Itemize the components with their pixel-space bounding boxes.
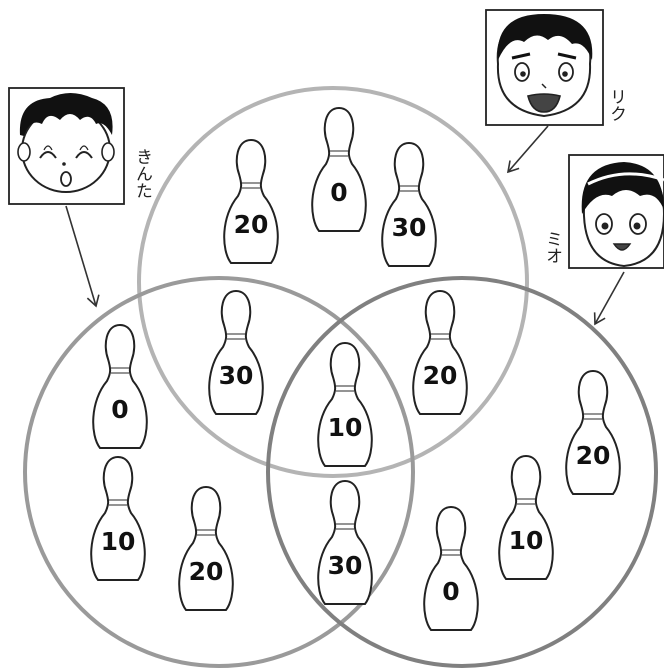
kinta-arrow (65, 205, 100, 308)
bowling-pin-icon (317, 341, 373, 467)
bowling-pin-icon (412, 289, 468, 415)
bowling-pin: 0 (423, 505, 479, 631)
pin-score-label: 0 (330, 178, 347, 207)
pin-score-label: 20 (234, 210, 269, 239)
bowling-pin: 10 (498, 454, 554, 580)
pin-score-label: 10 (509, 526, 544, 555)
mio-arrow (593, 271, 625, 326)
bowling-pin-icon (208, 289, 264, 415)
pin-score-label: 20 (189, 557, 224, 586)
riku-circle (137, 86, 529, 478)
boy-riku-face-icon (496, 14, 593, 118)
bowling-pin-icon (311, 106, 367, 232)
kinta-circle (23, 276, 415, 668)
pin-score-label: 10 (101, 527, 136, 556)
bowling-pin-icon (223, 138, 279, 264)
pins-layer: 20 0 30 30 20 10 0 10 20 30 20 10 0 (90, 106, 621, 631)
pin-score-label: 30 (219, 361, 254, 390)
bowling-pin: 0 (92, 323, 148, 449)
pin-score-label: 30 (392, 213, 427, 242)
pin-score-label: 0 (111, 395, 128, 424)
bowling-pin: 20 (178, 485, 234, 611)
pin-score-label: 0 (442, 577, 459, 606)
bowling-pin-icon (423, 505, 479, 631)
bowling-pin: 10 (90, 455, 146, 581)
bowling-pin: 20 (412, 289, 468, 415)
riku-name: リク (606, 88, 626, 122)
bowling-pin: 10 (317, 341, 373, 467)
pin-score-label: 20 (423, 361, 458, 390)
mio-portrait (568, 154, 664, 269)
pin-score-label: 10 (328, 413, 363, 442)
bowling-pin-icon (90, 455, 146, 581)
bowling-pin: 0 (311, 106, 367, 232)
girl-mio-face-icon (581, 162, 664, 268)
mio-circle (266, 276, 658, 668)
riku-arrow (506, 125, 549, 174)
pin-score-label: 20 (576, 441, 611, 470)
bowling-pin-icon (92, 323, 148, 449)
kinta-name: きんた (132, 148, 152, 199)
bowling-pin: 30 (317, 479, 373, 605)
bowling-pin-icon (317, 479, 373, 605)
kinta-portrait (8, 87, 125, 205)
pin-score-label: 30 (328, 551, 363, 580)
bowling-pin-icon (565, 369, 621, 495)
bowling-pin-icon (178, 485, 234, 611)
bowling-pin-icon (498, 454, 554, 580)
bowling-pin-icon (381, 141, 437, 267)
bowling-pin: 20 (223, 138, 279, 264)
bowling-pin: 30 (381, 141, 437, 267)
mio-name: ミオ (542, 230, 562, 264)
bowling-pin: 20 (565, 369, 621, 495)
bowling-pin: 30 (208, 289, 264, 415)
riku-portrait (485, 9, 604, 126)
boy-kinta-face-icon (17, 93, 115, 193)
